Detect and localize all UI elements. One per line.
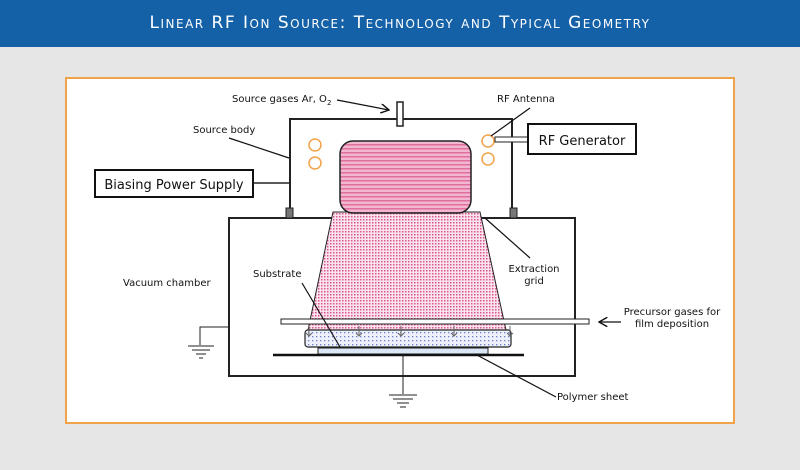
precursor-gas-bar	[280, 318, 590, 325]
insulator-right	[509, 207, 518, 219]
insulator-left	[285, 207, 294, 219]
polymer-sheet	[317, 347, 489, 355]
deposition-arrows	[305, 326, 514, 337]
deposition-zone	[304, 329, 512, 348]
plasma	[339, 140, 472, 214]
rf-antenna-coils	[308, 134, 495, 170]
label-source-gases: Source gases Ar, O2	[232, 94, 331, 107]
label-biasing-power-supply: Biasing Power Supply	[104, 178, 244, 193]
rf-generator-box	[527, 123, 637, 155]
rf-feed	[494, 136, 529, 143]
label-rf-antenna: RF Antenna	[497, 94, 555, 105]
label-vacuum-chamber: Vacuum chamber	[123, 278, 211, 289]
ion-beam	[307, 211, 507, 331]
ground-icon	[188, 326, 417, 408]
gas-inlet	[396, 101, 404, 127]
label-polymer-sheet: Polymer sheet	[557, 392, 629, 403]
label-source-body: Source body	[193, 125, 255, 136]
label-substrate: Substrate	[253, 269, 301, 280]
page-title: Linear RF Ion Source: Technology and Typ…	[0, 0, 800, 47]
label-rf-generator: RF Generator	[539, 134, 626, 149]
